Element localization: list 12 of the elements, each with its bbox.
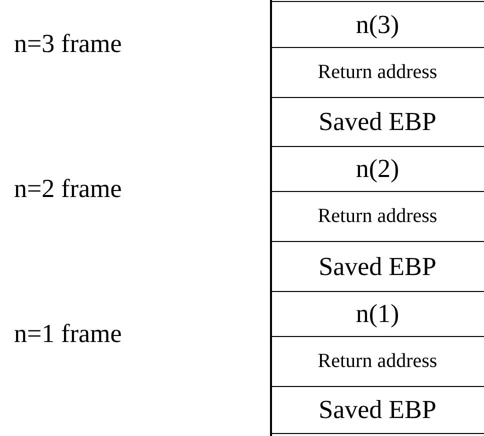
stack-cell: n(3) [270, 1, 484, 47]
stack-cell: Saved EBP [270, 386, 484, 434]
frame-label: n=3 frame [14, 30, 122, 59]
stack-cell: n(1) [270, 291, 484, 336]
stack-cell: Return address [270, 47, 484, 97]
frame-label: n=1 frame [14, 320, 122, 349]
stack-cell: Return address [270, 191, 484, 241]
stack-cell: n(2) [270, 146, 484, 191]
stack-cell: Return address [270, 336, 484, 386]
stack-cell: Saved EBP [270, 97, 484, 146]
frame-label: n=2 frame [14, 175, 122, 204]
stack-cell: Saved EBP [270, 241, 484, 291]
